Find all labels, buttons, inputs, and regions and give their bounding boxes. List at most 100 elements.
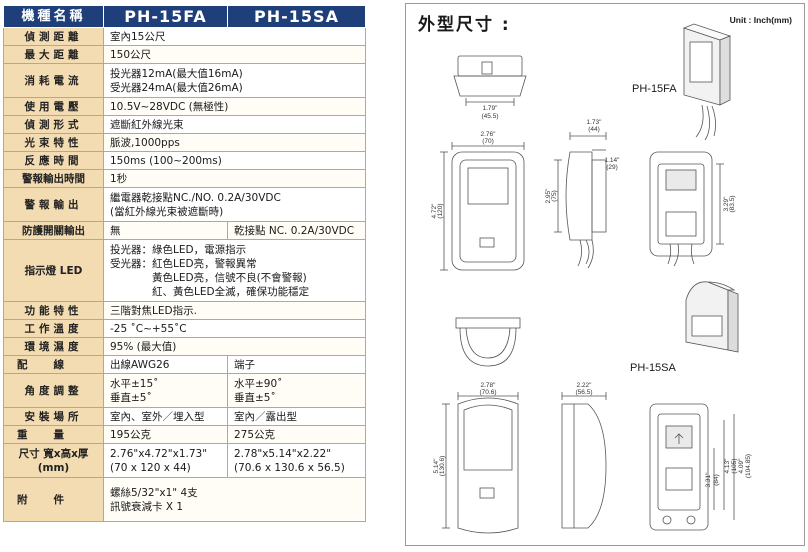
- value-line: 受光器：紅色LED亮，警報異常: [110, 257, 257, 270]
- table-row: 工作溫度 -25 ˚C~+55˚C: [3, 319, 366, 338]
- row-label: 最大距離: [3, 45, 104, 64]
- value-line: 繼電器乾接點NC./NO. 0.2A/30VDC: [110, 191, 281, 204]
- value-line: (70.6 x 130.6 x 56.5): [234, 461, 345, 474]
- table-row: 安裝場所 室內、室外／埋入型 室內／露出型: [3, 407, 366, 426]
- dim-text: (29): [606, 164, 618, 171]
- dim-text: 2.22": [577, 382, 593, 389]
- value-line: 黃色LED亮，信號不良(不會警報): [110, 271, 307, 284]
- dim-text: (44): [588, 126, 600, 133]
- table-row: 使用電壓 10.5V~28VDC (無極性): [3, 97, 366, 116]
- drawing-title: 外型尺寸 :: [418, 15, 511, 35]
- row-label: 反應時間: [3, 151, 104, 170]
- row-label: 防護開關輸出: [3, 221, 104, 240]
- row-value: 室內15公尺: [103, 27, 366, 46]
- model-a-header: PH-15FA: [103, 5, 228, 28]
- table-row: 警報輸出時間 1秒: [3, 169, 366, 188]
- dim-text: 3.29": [723, 196, 730, 212]
- row-value-a: 水平±15˚ 垂直±5˚: [103, 373, 228, 408]
- value-line: (當紅外線光束被遮斷時): [110, 205, 224, 218]
- model-label-fa: PH-15FA: [632, 83, 677, 95]
- row-label: 偵測距離: [3, 27, 104, 46]
- fa-top-view: [453, 55, 527, 106]
- drawing-svg: 1.79" (45.5) 2.76" (70) 4.72" (120) 1.73…: [431, 23, 752, 534]
- row-value: 10.5V~28VDC (無極性): [103, 97, 366, 116]
- dim-text: 2.95": [545, 188, 552, 204]
- value-line: 垂直±5˚: [110, 391, 152, 404]
- row-value-a: 室內、室外／埋入型: [103, 407, 228, 426]
- row-label: 警報輸出時間: [3, 169, 104, 188]
- dim-text: (84): [713, 474, 720, 486]
- table-row: 尺寸 寬x高x厚 (mm) 2.76"x4.72"x1.73" (70 x 12…: [3, 443, 366, 478]
- row-label: 環境濕度: [3, 337, 104, 356]
- row-value: 150公尺: [103, 45, 366, 64]
- spec-table: 機種名稱 PH-15FA PH-15SA 偵測距離 室內15公尺 最大距離 15…: [3, 5, 366, 522]
- value-line: 2.78"x5.14"x2.22": [234, 447, 332, 460]
- row-value: 遮斷紅外線光束: [103, 115, 366, 134]
- table-row: 最大距離 150公尺: [3, 45, 366, 64]
- value-line: 水平±15˚: [110, 377, 159, 390]
- table-row: 光束特性 脈波,1000pps: [3, 133, 366, 152]
- table-row: 功能特性 三階對焦LED指示.: [3, 301, 366, 320]
- dimension-drawing: 外型尺寸 : Unit : Inch(mm) PH-15FA PH-15SA: [402, 0, 808, 552]
- value-line: 垂直±5˚: [234, 391, 276, 404]
- sa-iso-view: [685, 281, 739, 353]
- row-value: 繼電器乾接點NC./NO. 0.2A/30VDC (當紅外線光束被遮斷時): [103, 187, 366, 222]
- row-label: 警報輸出: [3, 187, 104, 222]
- row-value-a: 2.76"x4.72"x1.73" (70 x 120 x 44): [103, 443, 228, 478]
- row-value-b: 乾接點 NC. 0.2A/30VDC: [227, 221, 366, 240]
- dim-text: 4.72": [431, 203, 438, 219]
- dim-text: 5.14": [433, 458, 440, 474]
- dim-text: 3.31": [705, 472, 712, 488]
- dim-text: (45.5): [482, 113, 499, 120]
- label-line: 尺寸 寬x高x厚: [18, 447, 89, 460]
- value-line: 投光器：綠色LED，電源指示: [110, 243, 247, 256]
- dim-text: 4.09": [738, 458, 745, 474]
- table-row: 配線 出線AWG26 端子: [3, 355, 366, 374]
- row-value-b: 端子: [227, 355, 366, 374]
- row-label: 消耗電流: [3, 63, 104, 98]
- row-value: 脈波,1000pps: [103, 133, 366, 152]
- model-b-header: PH-15SA: [227, 5, 366, 28]
- dim-text: (120): [437, 203, 444, 218]
- row-value: 螺絲5/32"x1" 4支 訊號衰減卡 X 1: [103, 477, 366, 522]
- dim-text: (130.6): [439, 456, 446, 477]
- dim-text: (83.5): [729, 196, 736, 213]
- row-label: 光束特性: [3, 133, 104, 152]
- fa-iso-view: [682, 23, 732, 141]
- row-value-a: 195公克: [103, 425, 228, 444]
- label-line: (mm): [37, 461, 70, 474]
- value-line: 受光器24mA(最大值26mA): [110, 81, 243, 94]
- value-line: 水平±90˚: [234, 377, 283, 390]
- sa-side-view: [561, 392, 607, 529]
- row-label: 工作溫度: [3, 319, 104, 338]
- table-row: 警報輸出 繼電器乾接點NC./NO. 0.2A/30VDC (當紅外線光束被遮斷…: [3, 187, 366, 222]
- value-line: 投光器12mA(最大值16mA): [110, 67, 243, 80]
- table-row: 偵測形式 遮斷紅外線光束: [3, 115, 366, 134]
- table-row: 反應時間 150ms (100~200ms): [3, 151, 366, 170]
- dim-text: (70.6): [480, 389, 497, 396]
- table-row: 指示燈 LED 投光器：綠色LED，電源指示 受光器：紅色LED亮，警報異常 黃…: [3, 239, 366, 302]
- row-value-b: 275公克: [227, 425, 366, 444]
- table-row: 重量 195公克 275公克: [3, 425, 366, 444]
- row-label: 使用電壓: [3, 97, 104, 116]
- dim-text: 1.73": [587, 119, 603, 126]
- value-line: 訊號衰減卡 X 1: [110, 500, 184, 513]
- dim-text: 2.78": [481, 382, 497, 389]
- table-row: 防護開關輸出 無 乾接點 NC. 0.2A/30VDC: [3, 221, 366, 240]
- dim-text: (104.85): [745, 454, 752, 478]
- row-label: 安裝場所: [3, 407, 104, 426]
- dim-text: 4.13": [724, 458, 731, 474]
- row-label: 偵測形式: [3, 115, 104, 134]
- dim-text: 1.79": [483, 105, 499, 112]
- sa-back-view: [649, 403, 735, 531]
- row-label: 角度調整: [3, 373, 104, 408]
- value-line: (70 x 120 x 44): [110, 461, 191, 474]
- row-value-b: 室內／露出型: [227, 407, 366, 426]
- row-label: 配線: [3, 355, 104, 374]
- row-value: 95% (最大值): [103, 337, 366, 356]
- unit-note: Unit : Inch(mm): [729, 15, 792, 25]
- row-value-b: 2.78"x5.14"x2.22" (70.6 x 130.6 x 56.5): [227, 443, 366, 478]
- dim-text: (75): [551, 190, 558, 202]
- row-value-a: 無: [103, 221, 228, 240]
- fa-back-view: [649, 151, 724, 267]
